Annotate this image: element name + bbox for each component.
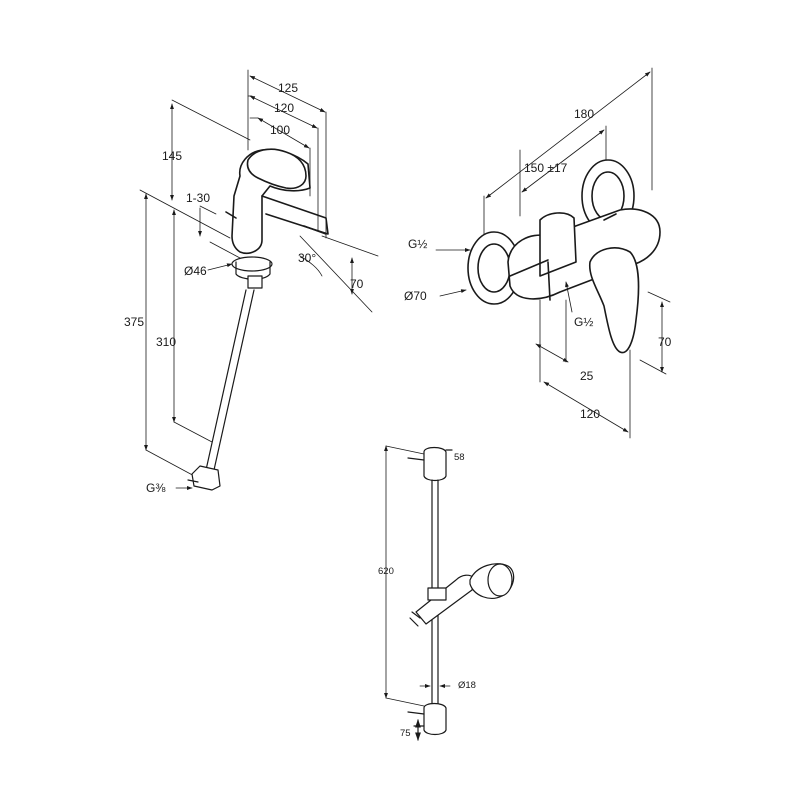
dim-75: 75 [400,728,411,739]
dim-120-shower: 120 [580,407,600,421]
shower-mixer: 180 150 ±17 G½ Ø70 G½ [404,67,672,439]
basin-mixer: 125 120 100 145 1-30 375 310 [124,69,379,495]
dim-g38: G⅜ [146,481,166,495]
basin-height-145 [139,99,251,239]
basin-width-dimensions [247,69,327,239]
basin-mixer-body [225,148,329,255]
dim-d70: Ø70 [404,289,427,303]
rail-height-620 [384,445,425,707]
shower-depth-dimensions [535,291,671,439]
dim-25: 25 [580,369,594,383]
dim-1-30: 1-30 [186,191,210,205]
dim-70-shower: 70 [658,335,672,349]
shower-width-dimensions [483,67,653,241]
rail-bottom-bracket [407,702,447,741]
dim-310: 310 [156,335,176,349]
dim-120: 120 [274,101,294,115]
dim-g12-bottom: G½ [574,315,593,329]
dim-g12-left: G½ [408,237,427,251]
shower-mixer-body [467,159,661,354]
dim-30deg: 30° [298,251,316,265]
basin-flex-hose [187,289,255,491]
dim-620: 620 [378,566,394,577]
basin-base-nut [231,256,273,289]
basin-dim-1-30 [198,205,217,237]
hand-shower [409,563,515,627]
dim-d18: Ø18 [458,680,476,691]
dim-145: 145 [162,149,182,163]
rail-top-bracket [407,446,453,482]
dim-58: 58 [454,452,465,463]
dim-70-basin: 70 [350,277,364,291]
dim-375: 375 [124,315,144,329]
dim-100: 100 [270,123,290,137]
dim-150-17: 150 ±17 [524,161,568,175]
dim-125: 125 [278,81,298,95]
shower-rail: 620 58 Ø18 [378,445,515,741]
basin-height-375-310 [144,193,241,479]
basin-angle-dim [299,235,379,313]
dim-180: 180 [574,107,594,121]
dim-d46: Ø46 [184,264,207,278]
